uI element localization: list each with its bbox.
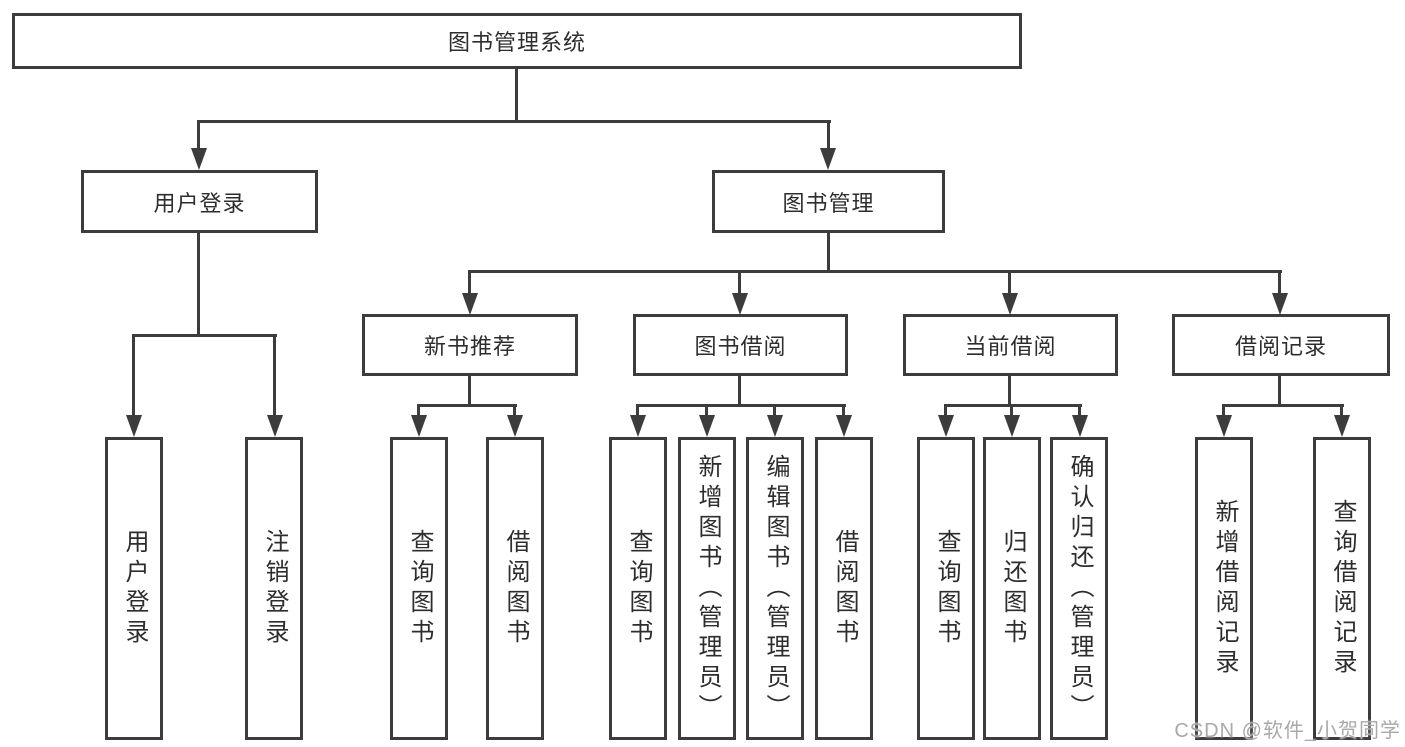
leaf-query-books-current: 查询图书 [917,437,975,740]
node-new-book-recommendation: 新书推荐 [362,314,578,376]
node-label: 图书管理 [782,190,875,216]
leaf-label: 借阅图书 [502,528,529,649]
node-book-borrowing: 图书借阅 [633,314,848,376]
connector-line [827,233,830,272]
connector-line [197,233,200,336]
arrow-down-icon [1216,415,1232,437]
arrow-down-icon [767,415,783,437]
leaf-add-borrow-record: 新增借阅记录 [1195,437,1253,740]
leaf-label: 归还图书 [999,528,1026,649]
connector-line [132,334,277,337]
leaf-user-login: 用户登录 [105,437,163,740]
node-borrowing-records: 借阅记录 [1172,314,1390,376]
connector-line [827,120,830,152]
arrow-down-icon [462,293,478,315]
node-user-login-branch: 用户登录 [81,170,318,233]
leaf-label: 查询图书 [406,528,433,649]
node-library-management-system: 图书管理系统 [12,13,1022,69]
leaf-label: 查询图书 [933,528,960,649]
node-label: 图书借阅 [694,334,787,359]
arrow-down-icon [820,148,836,170]
connector-line [1278,270,1281,298]
node-label: 图书管理系统 [447,30,586,55]
arrow-down-icon [267,415,283,437]
connector-line [1010,404,1013,418]
connector-line [636,404,846,407]
arrow-down-icon [1004,415,1020,437]
connector-line [417,404,420,418]
leaf-borrow-books: 借阅图书 [815,437,873,740]
arrow-down-icon [836,415,852,437]
arrow-down-icon [699,415,715,437]
leaf-label: 查询图书 [625,528,652,649]
leaf-query-books-recommend: 查询图书 [390,437,448,740]
arrow-down-icon [1072,415,1088,437]
connector-line [1078,404,1081,418]
connector-line [1222,404,1344,407]
arrow-down-icon [1272,293,1288,315]
node-label: 当前借阅 [964,334,1057,359]
leaf-borrow-books-recommend: 借阅图书 [486,437,544,740]
leaf-label: 注销登录 [261,528,288,649]
connector-line [468,270,1282,273]
connector-line [842,404,845,418]
arrow-down-icon [938,415,954,437]
connector-line [468,376,471,406]
arrow-down-icon [411,415,427,437]
connector-line [417,404,517,407]
watermark: CSDN @软件_小贺同学 [1174,720,1401,742]
leaf-label: 新增借阅记录 [1211,498,1238,679]
arrow-down-icon [191,148,207,170]
connector-line [1222,404,1225,418]
arrow-down-icon [1002,293,1018,315]
connector-line [468,270,471,298]
connector-line [197,120,831,123]
leaf-query-borrow-record: 查询借阅记录 [1313,437,1371,740]
arrow-down-icon [630,415,646,437]
node-book-management: 图书管理 [712,170,945,233]
connector-line [738,270,741,298]
leaf-add-books-admin: 新增图书（管理员） [678,437,736,740]
node-label: 借阅记录 [1234,334,1327,359]
connector-line [636,404,639,418]
connector-line [705,404,708,418]
connector-line [1008,376,1011,406]
leaf-confirm-return-admin: 确认归还（管理员） [1050,437,1108,740]
node-label: 用户登录 [153,190,246,216]
leaf-edit-books-admin: 编辑图书（管理员） [746,437,804,740]
arrow-down-icon [126,415,142,437]
node-label: 新书推荐 [423,334,516,359]
arrow-down-icon [507,415,523,437]
connector-line [197,120,200,152]
connector-line [1008,270,1011,298]
leaf-return-books: 归还图书 [983,437,1041,740]
leaf-label: 确认归还（管理员） [1066,453,1093,724]
leaf-label: 新增图书（管理员） [694,453,721,724]
connector-line [273,334,276,418]
connector-line [738,376,741,406]
connector-line [944,404,947,418]
connector-line [515,68,518,122]
leaf-logout: 注销登录 [245,437,303,740]
leaf-label: 借阅图书 [831,528,858,649]
leaf-query-books-borrow: 查询图书 [609,437,667,740]
connector-line [1278,376,1281,406]
arrow-down-icon [732,293,748,315]
leaf-label: 查询借阅记录 [1329,498,1356,679]
connector-line [132,334,135,418]
connector-line [513,404,516,418]
connector-line [1340,404,1343,418]
connector-line [944,404,1082,407]
leaf-label: 用户登录 [121,528,148,649]
leaf-label: 编辑图书（管理员） [762,453,789,724]
arrow-down-icon [1334,415,1350,437]
connector-line [773,404,776,418]
node-current-borrowing: 当前借阅 [903,314,1118,376]
